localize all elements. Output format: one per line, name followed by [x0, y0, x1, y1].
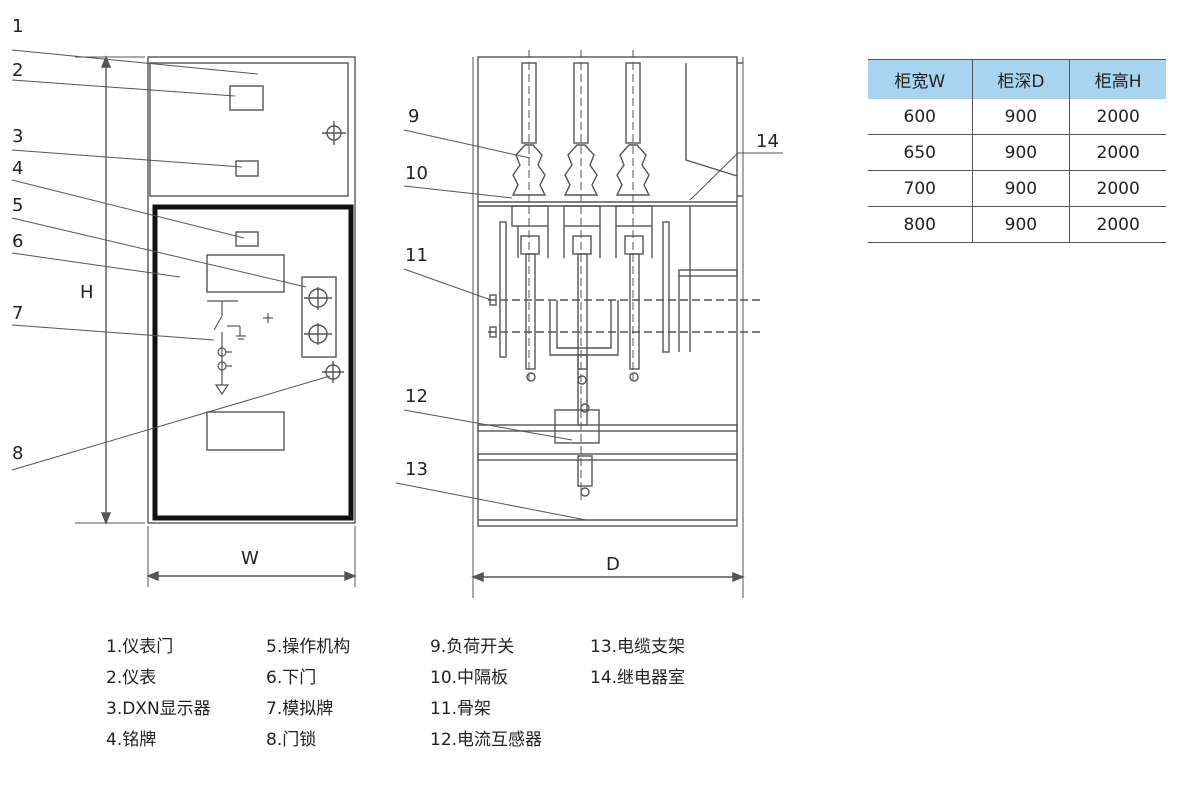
callout-14: 14: [756, 131, 779, 152]
header-depth: 柜深D: [971, 59, 1070, 99]
callout-11: 11: [405, 245, 428, 266]
legend-item: 14.继电器室: [590, 668, 686, 688]
callout-3: 3: [12, 126, 24, 147]
callout-2: 2: [12, 60, 24, 81]
nameplate: [235, 231, 259, 247]
dxn-display: [235, 160, 259, 177]
legend-item: 6.下门: [266, 668, 317, 688]
legend-column-3: 9.负荷开关 10.中隔板 11.骨架 12.电流互感器: [430, 632, 542, 756]
legend-item: 9.负荷开关: [430, 637, 515, 657]
dimension-w: W: [241, 548, 259, 569]
callout-6: 6: [12, 231, 24, 252]
legend-item: 4.铭牌: [106, 730, 157, 750]
callout-10: 10: [405, 163, 428, 184]
instrument-door: [149, 62, 349, 197]
legend-item: 7.模拟牌: [266, 699, 334, 719]
callout-5: 5: [12, 195, 24, 216]
callout-4: 4: [12, 158, 24, 179]
callout-12: 12: [405, 386, 428, 407]
legend-column-1: 1.仪表门 2.仪表 3.DXN显示器 4.铭牌: [106, 632, 211, 756]
table-cell: 2000: [1069, 99, 1166, 135]
lower-door: [152, 204, 354, 521]
table-row: 700 900 2000: [868, 170, 1166, 207]
table-cell: 800: [868, 206, 973, 243]
table-cell: 900: [971, 206, 1070, 243]
legend-column-2: 5.操作机构 6.下门 7.模拟牌 8.门锁: [266, 632, 350, 756]
legend-item: 11.骨架: [430, 699, 492, 719]
dimension-d: D: [606, 554, 620, 575]
table-row: 600 900 2000: [868, 99, 1166, 135]
operating-mechanism: [301, 276, 337, 358]
callout-13: 13: [405, 459, 428, 480]
spec-table-header: 柜宽W 柜深D 柜高H: [868, 59, 1166, 99]
header-width: 柜宽W: [868, 59, 973, 99]
legend-item: 2.仪表: [106, 668, 157, 688]
table-cell: 600: [868, 99, 973, 135]
callout-1: 1: [12, 16, 24, 37]
instrument: [229, 85, 264, 111]
table-cell: 2000: [1069, 134, 1166, 171]
legend-item: 10.中隔板: [430, 668, 509, 688]
legend-item: 3.DXN显示器: [106, 699, 211, 719]
mimic-board: [207, 300, 273, 396]
header-height: 柜高H: [1069, 59, 1166, 99]
legend-item: 13.电缆支架: [590, 637, 686, 657]
table-cell: 900: [971, 134, 1070, 171]
legend-item: 8.门锁: [266, 730, 317, 750]
legend-item: 5.操作机构: [266, 637, 351, 657]
table-cell: 900: [971, 170, 1070, 207]
table-cell: 2000: [1069, 206, 1166, 243]
front-view: [11, 49, 357, 587]
callout-7: 7: [12, 303, 24, 324]
callout-8: 8: [12, 443, 24, 464]
table-cell: 650: [868, 134, 973, 171]
spec-table: 柜宽W 柜深D 柜高H 600 900 2000 650 900 2000 70…: [868, 59, 1166, 243]
table-row: 650 900 2000: [868, 134, 1166, 171]
table-row: 800 900 2000: [868, 206, 1166, 243]
side-view: [395, 50, 783, 598]
current-transformer: [477, 403, 738, 497]
dimension-h: H: [80, 282, 94, 303]
legend-item: 12.电流互感器: [430, 730, 543, 750]
table-cell: 700: [868, 170, 973, 207]
table-cell: 900: [971, 99, 1070, 135]
legend-item: 1.仪表门: [106, 637, 174, 657]
table-cell: 2000: [1069, 170, 1166, 207]
legend-column-4: 13.电缆支架 14.继电器室: [590, 632, 685, 694]
callout-9: 9: [408, 106, 420, 127]
frame: [488, 206, 760, 358]
